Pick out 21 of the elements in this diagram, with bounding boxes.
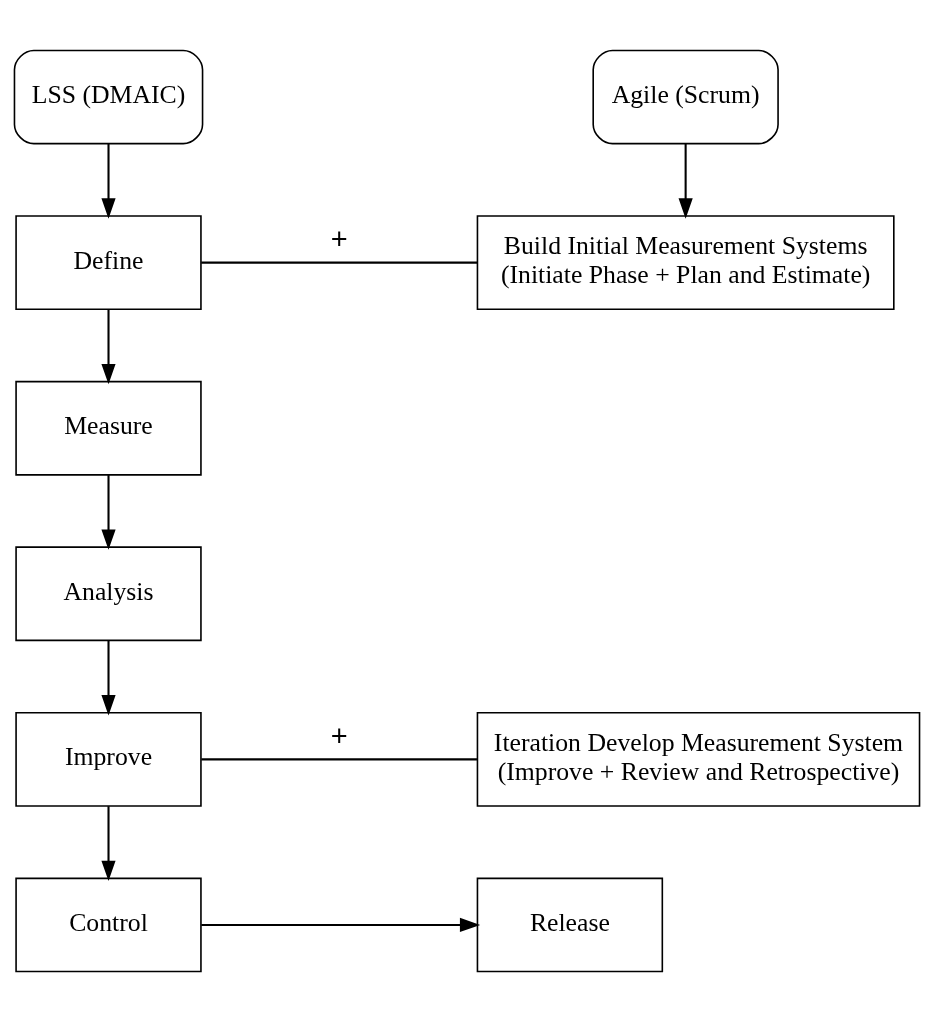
node-box: Improve [15,711,202,807]
node-box: Release [476,877,664,972]
arrow [101,308,116,384]
edge-label: + [330,719,348,752]
arrow [678,143,693,219]
arrow [201,917,481,932]
node-box: Control [15,877,202,972]
node-box: Build Initial Measurement Systems (Initiate Phase + Plan and Estimate) [476,214,895,310]
node-box: Iteration Develop Measurement System (Improve + Review and Retrospective) [476,711,921,807]
arrow [101,143,116,219]
node-box: LSS (DMAIC) [13,49,204,144]
arrow [101,474,116,550]
node-box: Define [15,214,202,310]
node-box: Agile (Scrum) [592,49,779,144]
connector [201,261,477,264]
arrow [101,805,116,881]
node-box: Measure [15,380,202,476]
node-box: Analysis [15,545,202,641]
connector [201,757,477,760]
arrow [101,640,116,715]
edge-label: + [330,222,348,255]
